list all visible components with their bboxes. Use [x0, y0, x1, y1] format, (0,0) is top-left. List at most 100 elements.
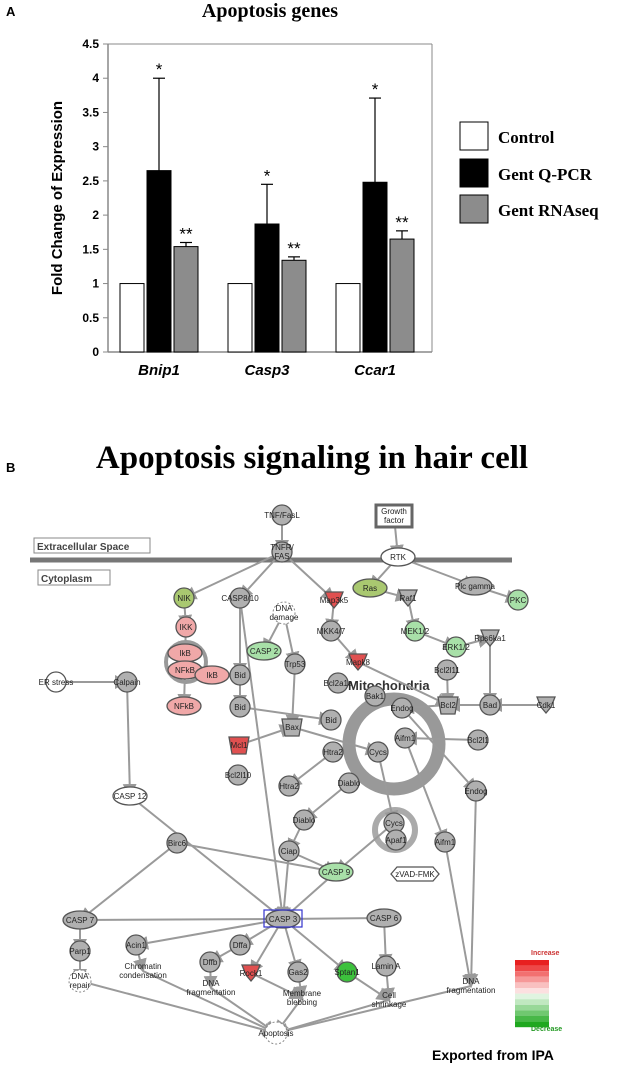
node-label: damage — [270, 613, 299, 622]
node-dffa[interactable]: Dffa — [229, 934, 251, 956]
node-casp3[interactable]: CASP 3 — [265, 909, 301, 929]
bar-casp3-0 — [227, 283, 253, 353]
node-mapk8[interactable]: Mapk8 — [346, 653, 371, 672]
node-label: NIK — [177, 594, 191, 603]
bar-casp3-2 — [281, 259, 307, 353]
legend-swatch-rnaseq — [459, 194, 489, 224]
node-ras[interactable]: Ras — [352, 578, 388, 598]
panel-a-letter: A — [6, 4, 16, 19]
node-mcl1[interactable]: Mcl1 — [228, 736, 250, 755]
node-trp53[interactable]: Trp53 — [284, 653, 306, 675]
node-rtk[interactable]: RTK — [380, 547, 416, 567]
node-shape — [366, 908, 402, 928]
node-lamina[interactable]: Lamin A — [372, 955, 402, 977]
node-aifm1b[interactable]: Aifm1 — [434, 831, 456, 853]
node-bcl2l11[interactable]: Bcl2l11 — [434, 659, 460, 681]
node-bak1[interactable]: Bak1 — [364, 685, 386, 707]
node-rock1[interactable]: Rock1 — [240, 964, 263, 983]
node-casp7[interactable]: CASP 7 — [62, 910, 98, 930]
node-nfkb2[interactable]: NFkB — [166, 696, 202, 716]
node-htra2a[interactable]: Htra2 — [322, 741, 344, 763]
node-label: DNA — [72, 972, 90, 981]
edge-bid2-bid3 — [239, 706, 333, 726]
node-apoptosis[interactable]: Apoptosis — [258, 1021, 294, 1045]
extracellular-box — [33, 537, 151, 554]
node-label: condensation — [119, 971, 167, 980]
node-rps6ka1[interactable]: Rps6ka1 — [474, 629, 506, 648]
node-shape — [68, 969, 92, 993]
node-label: repair — [70, 981, 91, 990]
scale-swatch — [515, 999, 549, 1005]
node-pkc[interactable]: PKC — [507, 589, 529, 611]
node-label: Bcl2l1 — [467, 736, 489, 745]
node-sptan1[interactable]: Sptan1 — [334, 961, 360, 983]
legend: Control Gent Q-PCR Gent RNAseq — [459, 121, 599, 224]
node-diablo2[interactable]: Diablo — [293, 809, 316, 831]
node-cycs1[interactable]: Cycs — [367, 741, 389, 763]
node-aifm1a[interactable]: Aifm1 — [394, 727, 416, 749]
color-scale: Increase Decrease — [515, 950, 562, 1033]
node-plcg[interactable]: Plc gamma — [455, 576, 496, 596]
node-er[interactable]: ER stress — [39, 671, 74, 693]
node-ikb2[interactable]: IkB — [194, 665, 230, 685]
node-parp1[interactable]: Parp1 — [69, 940, 91, 962]
node-casp12[interactable]: CASP 12 — [112, 786, 148, 806]
node-diablo1[interactable]: Diablo — [338, 772, 361, 794]
node-label: Apaf1 — [386, 836, 407, 845]
node-shape — [45, 671, 67, 693]
node-mek12[interactable]: MEK1/2 — [401, 620, 430, 642]
node-endog1[interactable]: Endog — [390, 697, 414, 719]
node-dffb[interactable]: Dffb — [199, 951, 221, 973]
node-htra2b[interactable]: Htra2 — [278, 775, 300, 797]
node-bad[interactable]: Bad — [479, 694, 501, 716]
node-casp810[interactable]: CASP8/10 — [221, 587, 259, 609]
node-endog2[interactable]: Endog — [464, 780, 488, 802]
node-bcl2[interactable]: Bcl2 — [437, 696, 459, 715]
node-bax[interactable]: Bax — [281, 718, 303, 737]
node-erk12[interactable]: ERK1/2 — [442, 636, 470, 658]
node-bcl2a1a[interactable]: Bcl2a1a — [324, 672, 353, 694]
node-map3k5[interactable]: Map3k5 — [320, 591, 349, 610]
edge-endog2-dnafrag2 — [464, 790, 479, 988]
node-cdk1[interactable]: Cdk1 — [536, 696, 556, 715]
node-casp6[interactable]: CASP 6 — [366, 908, 402, 928]
node-ikk[interactable]: IKK — [175, 616, 197, 638]
node-bid1[interactable]: Bid — [229, 664, 251, 686]
edge-casp3-casp7 — [78, 912, 284, 927]
node-calpain[interactable]: Calpain — [113, 671, 141, 693]
edge-bcl2l1-aifm1a — [403, 731, 479, 746]
cytoplasm-box — [37, 569, 111, 586]
node-acin1[interactable]: Acin1 — [125, 934, 147, 956]
node-gas2[interactable]: Gas2 — [287, 961, 309, 983]
node-tnfr[interactable]: TNFR/FAS — [270, 541, 295, 563]
node-bcl2l10[interactable]: Bcl2l10 — [225, 764, 252, 786]
node-label: NFkB — [174, 702, 194, 711]
node-bid3[interactable]: Bid — [320, 709, 342, 731]
node-bid2[interactable]: Bid — [229, 696, 251, 718]
chart-title: Apoptosis genes — [201, 0, 339, 22]
node-ciap[interactable]: Ciap — [278, 840, 300, 862]
node-apaf1[interactable]: Apaf1 — [385, 829, 407, 851]
node-birc6[interactable]: Birc6 — [166, 832, 188, 854]
node-tnffasl[interactable]: TNF/FasL — [264, 504, 300, 526]
node-label: CASP 12 — [114, 792, 147, 801]
node-zvad[interactable]: zVAD-FMK — [390, 866, 440, 882]
node-casp2[interactable]: CASP 2 — [246, 641, 282, 661]
node-nik[interactable]: NIK — [173, 587, 195, 609]
edge-calpain-casp12 — [122, 681, 137, 798]
node-mkk47[interactable]: MKK4/7 — [317, 620, 346, 642]
significance-mark: * — [156, 60, 163, 79]
node-ikb[interactable]: IkB — [167, 643, 203, 663]
node-bcl2l1[interactable]: Bcl2l1 — [467, 729, 489, 751]
node-raf1[interactable]: Raf1 — [398, 589, 418, 608]
node-casp9[interactable]: CASP 9 — [318, 862, 354, 882]
node-label: PKC — [510, 596, 527, 605]
